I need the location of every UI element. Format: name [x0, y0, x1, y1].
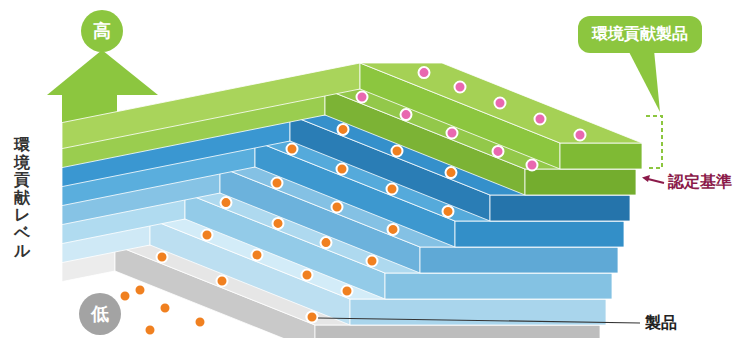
product-dot	[367, 256, 378, 267]
step-face	[315, 325, 600, 338]
product-dot	[443, 206, 454, 217]
callout-bubble: 環境貢献製品	[578, 16, 702, 53]
product-dot	[495, 98, 506, 109]
step-face	[490, 195, 630, 221]
leader-line	[318, 318, 640, 323]
product-dot	[135, 285, 146, 296]
product-dot	[272, 178, 283, 189]
step-face	[360, 63, 642, 143]
product-dot	[273, 218, 284, 229]
product-dot	[419, 67, 430, 78]
product-dot	[302, 270, 313, 281]
product-dot	[357, 92, 368, 103]
product-dot	[145, 325, 156, 336]
product-dot	[493, 146, 504, 157]
product-dot	[332, 202, 343, 213]
bracket	[646, 116, 662, 168]
product-dot	[446, 167, 457, 178]
product-dot	[447, 128, 458, 139]
node-text: 高	[93, 19, 111, 43]
product-dot	[342, 286, 353, 297]
node-text: 環境貢献製品	[592, 24, 688, 45]
callout-tail	[628, 50, 660, 112]
product-dot	[455, 82, 466, 93]
step-face	[420, 247, 618, 273]
product-dot	[160, 303, 171, 314]
criteria-label: 認定基準	[668, 172, 732, 193]
product-dot	[195, 317, 206, 328]
product-dot	[287, 144, 298, 155]
product-dot	[221, 197, 232, 208]
product-dots	[120, 67, 586, 335]
product-dot	[337, 164, 348, 175]
step-face	[350, 299, 606, 325]
level-circle: 低	[79, 293, 121, 335]
product-dot	[387, 184, 398, 195]
product-dot	[202, 230, 213, 241]
step-face	[385, 273, 612, 299]
level-circle: 高	[81, 10, 123, 52]
product-dot	[392, 146, 403, 157]
step-face	[525, 169, 636, 195]
level-steps	[62, 63, 642, 338]
product-dot	[307, 312, 318, 323]
product-dot	[575, 130, 586, 141]
step-face	[62, 63, 360, 149]
step-face	[455, 221, 624, 247]
product-dot	[535, 114, 546, 125]
product-dot	[217, 276, 228, 287]
step-face	[560, 143, 642, 169]
product-dot	[388, 224, 399, 235]
product-dot	[252, 250, 263, 261]
leader-line	[648, 179, 664, 183]
product-label: 製品	[645, 313, 677, 334]
leader-arrowhead	[642, 175, 650, 182]
product-dot	[157, 252, 168, 263]
product-dot	[307, 312, 318, 323]
product-dot	[338, 124, 349, 135]
node-text: 低	[91, 302, 109, 326]
axis-label: 環境貢献レベル	[14, 136, 30, 259]
product-dot	[120, 291, 131, 302]
product-dot	[401, 109, 412, 120]
product-dot	[527, 160, 538, 171]
product-dot	[321, 237, 332, 248]
